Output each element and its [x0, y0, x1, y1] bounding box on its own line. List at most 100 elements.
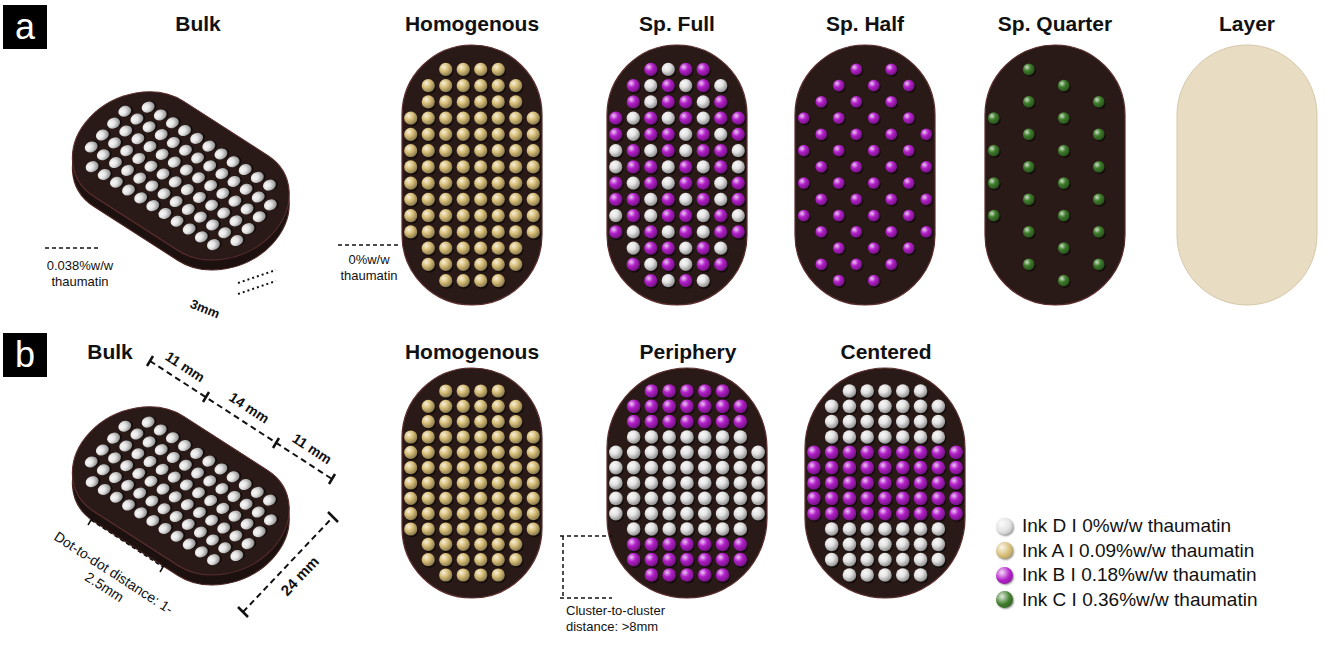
ink-dot [885, 129, 897, 141]
ink-dot [509, 258, 522, 271]
ink-dot [509, 492, 522, 505]
ink-dot [679, 95, 692, 108]
ink-dot [422, 79, 435, 92]
ink-dot [457, 79, 470, 92]
ink-dot [698, 430, 712, 444]
ink-dot [843, 568, 857, 582]
ink-dot [216, 540, 234, 555]
ink-dot [885, 194, 897, 206]
ink-dot [439, 415, 452, 428]
bracket-line [562, 536, 564, 598]
ink-dot [128, 426, 146, 441]
ink-dot [932, 538, 946, 552]
ink-dot [152, 127, 170, 142]
ink-dot [949, 492, 963, 506]
ink-dot [698, 522, 712, 536]
ink-dot [214, 501, 232, 516]
ink-dot [903, 177, 915, 189]
ink-dot [609, 492, 623, 506]
ink-dot [662, 209, 675, 222]
ink-dot [422, 112, 435, 125]
ink-dot [896, 446, 910, 460]
ink-dot [679, 63, 692, 76]
ink-dot [662, 384, 676, 398]
ink-dot [662, 193, 675, 206]
ink-dot [680, 522, 694, 536]
ink-dot [949, 507, 963, 521]
ink-dot [226, 193, 244, 208]
panel-title: Centered [840, 339, 931, 364]
ink-dot [204, 237, 222, 252]
ink-dot [260, 492, 278, 507]
ink-dot [107, 175, 125, 190]
ink-dot [644, 112, 657, 125]
ink-dot [716, 538, 730, 552]
ink-dot [1058, 145, 1070, 157]
ink-dot [662, 79, 675, 92]
ink-dot [492, 538, 505, 551]
centered-tablet [805, 368, 965, 598]
ink-dot [878, 476, 892, 490]
ink-dot [896, 384, 910, 398]
ink-dot [627, 400, 641, 414]
legend-swatch [996, 591, 1013, 608]
ink-dot [142, 474, 160, 489]
ink-dot [527, 177, 540, 190]
ink-dot [457, 242, 470, 255]
ink-dot [225, 489, 243, 504]
ink-dot [645, 446, 659, 460]
ink-dot [474, 415, 487, 428]
ink-dot [129, 131, 147, 146]
ink-dot [878, 446, 892, 460]
thickness-mark [238, 281, 276, 294]
ink-dot [627, 128, 640, 141]
ink-dot [140, 119, 158, 134]
ink-dot [238, 516, 256, 531]
ink-dot [457, 553, 470, 566]
ink-dot [439, 492, 452, 505]
ink-dot [492, 522, 505, 535]
ink-dot [716, 568, 730, 582]
legend-swatch [996, 518, 1013, 535]
ink-dot [492, 225, 505, 238]
ink-dot [527, 225, 540, 238]
ink-dot [896, 568, 910, 582]
ink-dot [95, 167, 113, 182]
ink-dot [153, 462, 171, 477]
ink-dot [878, 522, 892, 536]
ink-dot [843, 553, 857, 567]
ink-dot [180, 536, 198, 551]
ink-dot [644, 160, 657, 173]
ink-dot [662, 274, 675, 287]
ink-dot [527, 492, 540, 505]
ink-dot [95, 482, 113, 497]
ink-dot [188, 446, 206, 461]
legend-row: Ink B I 0.18%w/w thaumatin [996, 563, 1258, 588]
ink-dot [227, 213, 245, 228]
ink-dot [679, 79, 692, 92]
ink-dot [914, 538, 928, 552]
ink-dot [404, 177, 417, 190]
ink-dot [474, 461, 487, 474]
ink-dot [896, 522, 910, 536]
panel-title: Sp. Half [826, 11, 904, 36]
ink-dot [457, 461, 470, 474]
ink-dot [212, 146, 230, 161]
ink-dot [716, 522, 730, 536]
ink-dot [609, 209, 622, 222]
ink-dot [903, 145, 915, 157]
ink-dot [843, 415, 857, 429]
ink-dot [439, 242, 452, 255]
ink-dot [920, 226, 932, 238]
ink-dot [697, 177, 710, 190]
ink-dot [226, 508, 244, 523]
ink-dot [1093, 96, 1105, 108]
ink-dot [949, 461, 963, 475]
ink-dot [474, 384, 487, 397]
ink-dot [825, 538, 839, 552]
ink-dot [474, 128, 487, 141]
ink-dot [1093, 129, 1105, 141]
panel-letter-box: b [3, 333, 47, 377]
ink-dot [168, 214, 186, 229]
ink-dot [163, 115, 181, 130]
